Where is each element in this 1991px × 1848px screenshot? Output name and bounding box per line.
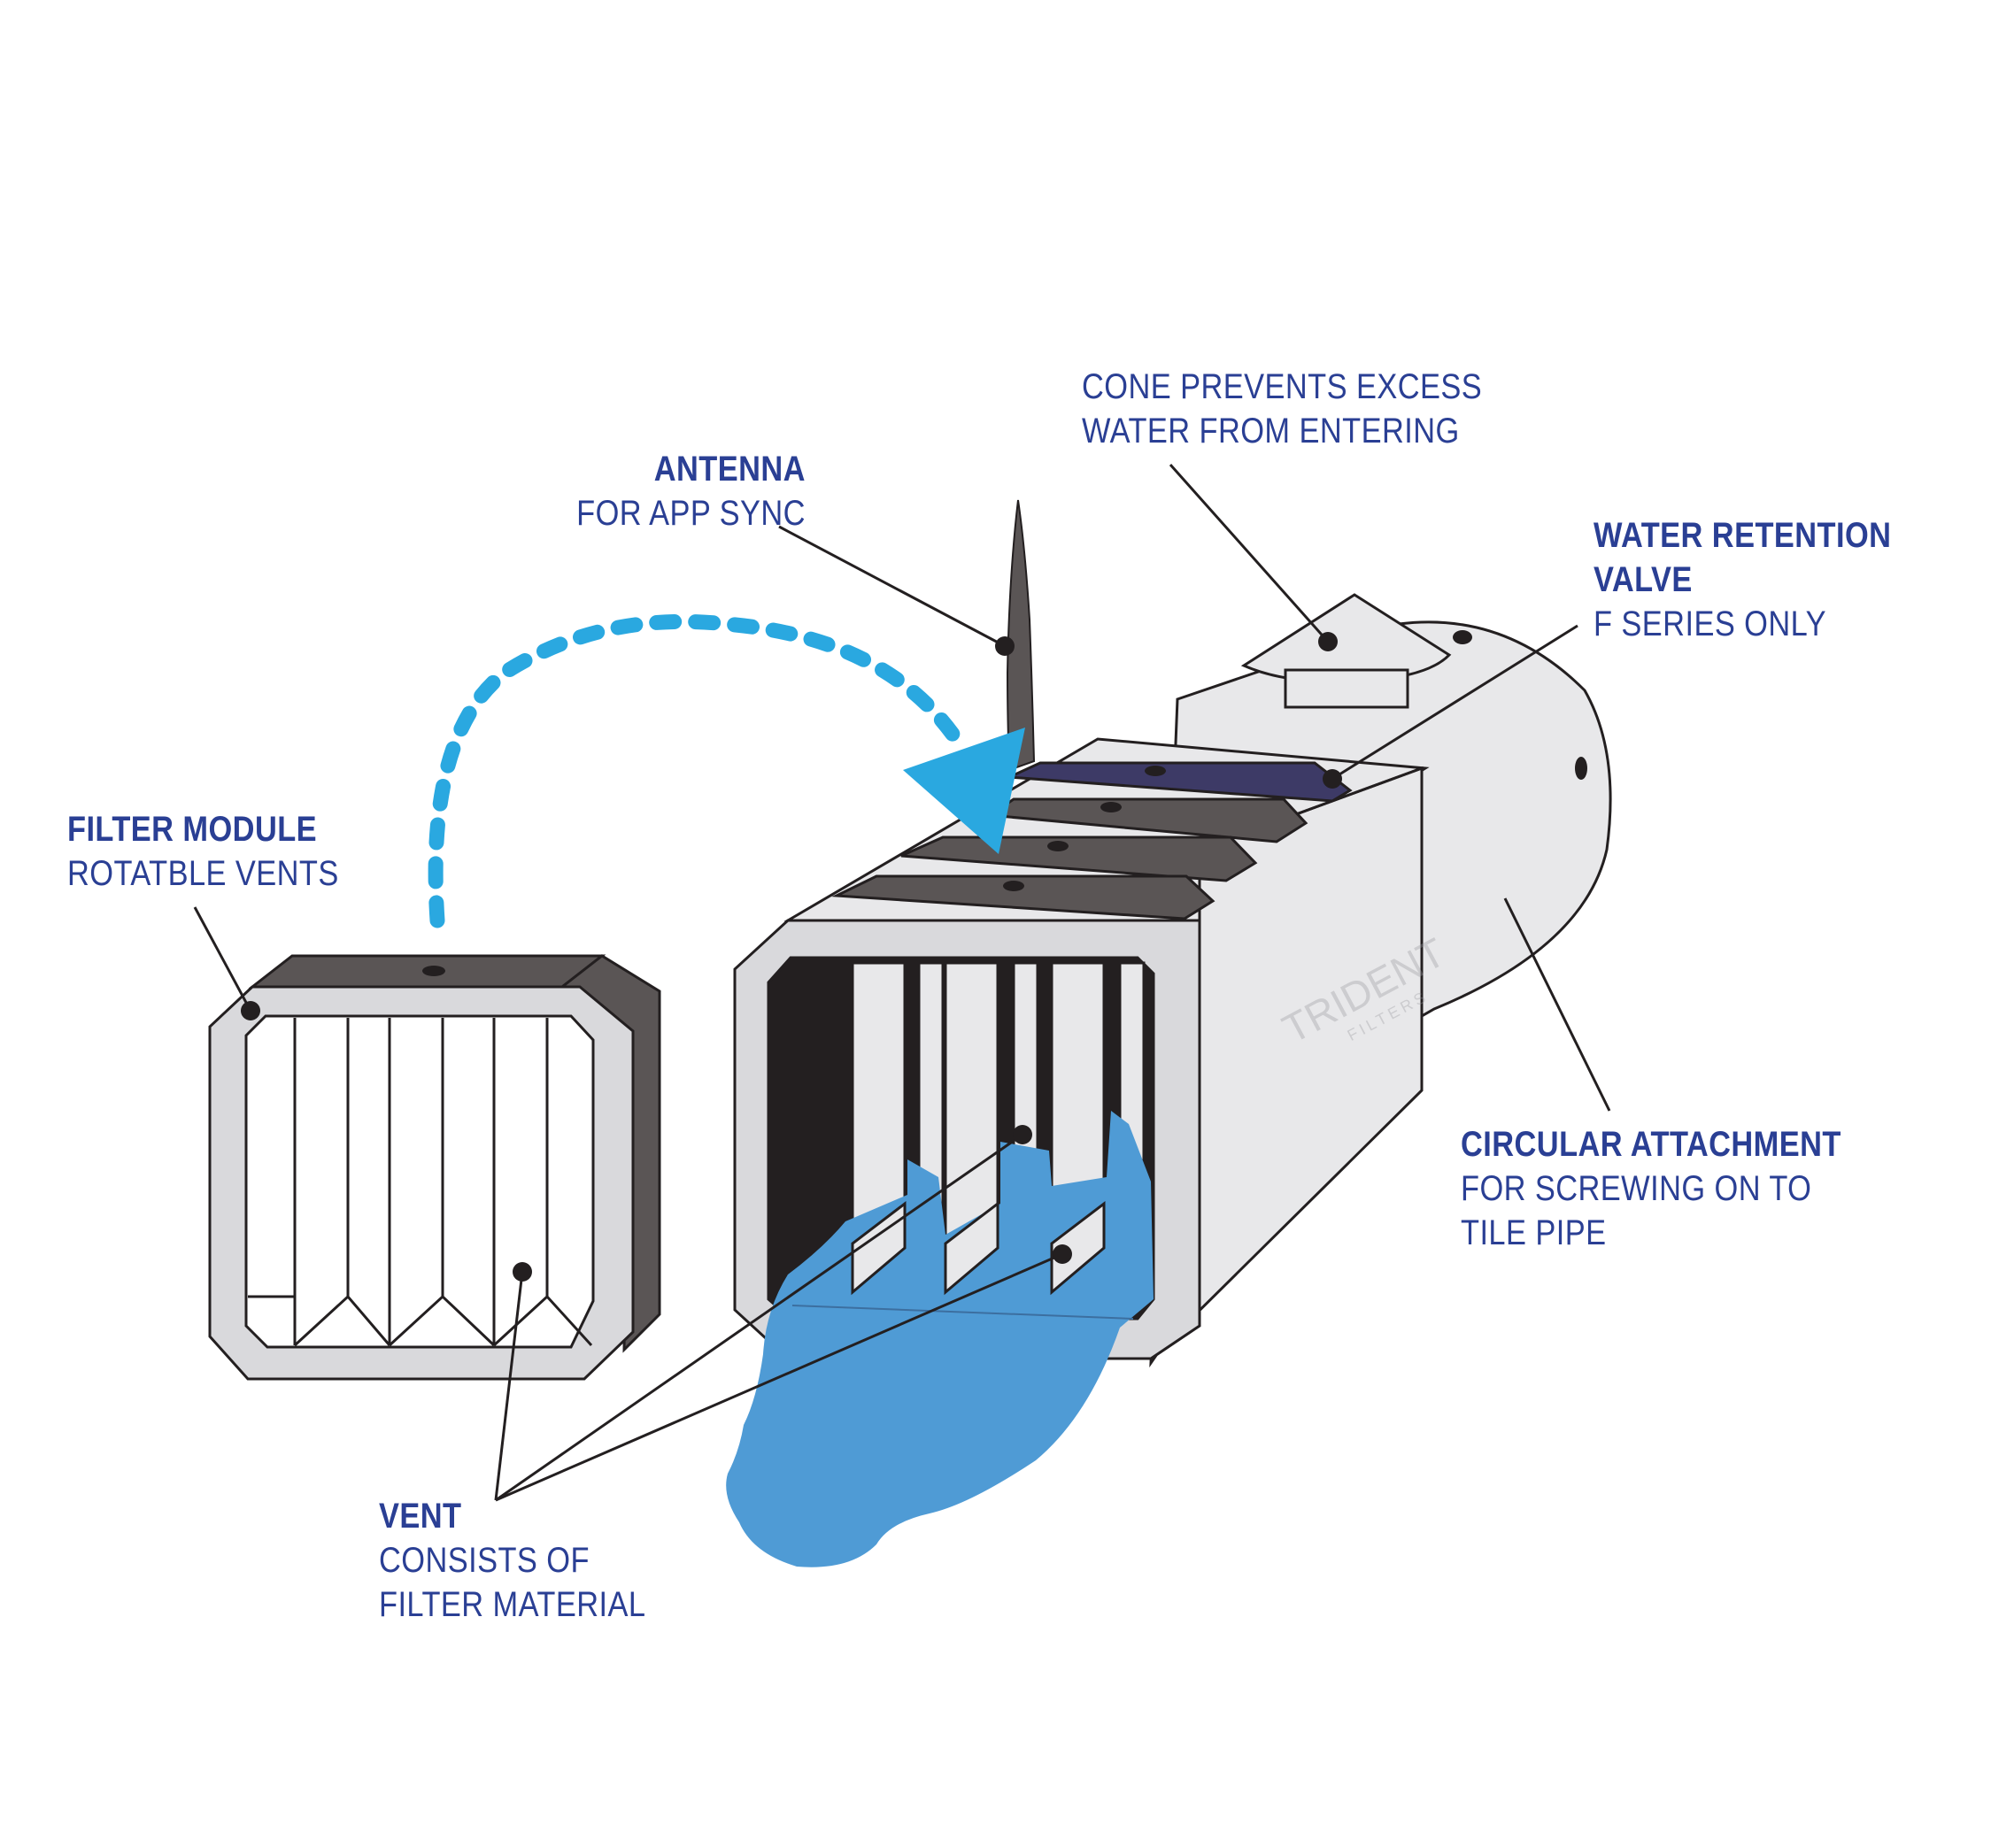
screw-hole-side [1575,757,1587,780]
leader-vent-1 [494,1271,524,1501]
cone-line-1: CONE PREVENTS EXCESS [1082,367,1483,406]
filter-module-opening [244,1014,595,1349]
antenna [1006,499,1036,772]
leader-antenna [778,525,1006,648]
screw-hole-top [1453,630,1472,644]
rotation-arrow [428,613,964,928]
antenna-callout: ANTENNA FOR APP SYNC [576,447,806,535]
valve-subtitle: F SERIES ONLY [1594,604,1827,643]
vent-title: VENT [379,1497,462,1536]
valve-title-2: VALVE [1594,560,1693,599]
vent-line-1: CONSISTS OF [379,1541,590,1580]
filter-module-vents [248,1018,593,1347]
cone-callout: CONE PREVENTS EXCESS WATER FROM ENTERING [1082,365,1482,453]
circular-line-1: FOR SCREWING ON TO [1461,1169,1812,1208]
leader-vent-3 [495,1252,1063,1502]
leader-cone [1169,464,1330,643]
circular-title: CIRCULAR ATTACHMENT [1461,1125,1841,1164]
leader-vent-2 [495,1133,1023,1502]
leader-valve [1331,624,1578,781]
filter-module-callout: FILTER MODULE ROTATBLE VENTS [67,807,339,896]
valve-title-1: WATER RETENTION [1594,516,1892,555]
vent-callout: VENT CONSISTS OF FILTER MATERIAL [379,1494,645,1627]
leader-circular [1503,897,1611,1112]
antenna-title: ANTENNA [653,450,806,489]
valve-callout: WATER RETENTION VALVE F SERIES ONLY [1594,513,1891,646]
cone-base [1284,668,1409,709]
filter-module-title: FILTER MODULE [67,810,318,849]
water-flow [726,1111,1154,1567]
circular-callout: CIRCULAR ATTACHMENT FOR SCREWING ON TO T… [1461,1122,1841,1255]
filter-module-subtitle: ROTATBLE VENTS [67,854,339,893]
cone-line-2: WATER FROM ENTERING [1082,412,1460,450]
circular-line-2: TILE PIPE [1461,1213,1607,1252]
leader-filter-module [193,906,252,1012]
arrow-head [903,728,1025,854]
valve-hole [1145,766,1166,776]
antenna-subtitle: FOR APP SYNC [576,494,806,533]
top-slot-2 [900,835,1258,882]
top-slot-3 [831,874,1215,920]
cone [1240,593,1452,683]
vent-line-2: FILTER MATERIAL [379,1585,646,1624]
